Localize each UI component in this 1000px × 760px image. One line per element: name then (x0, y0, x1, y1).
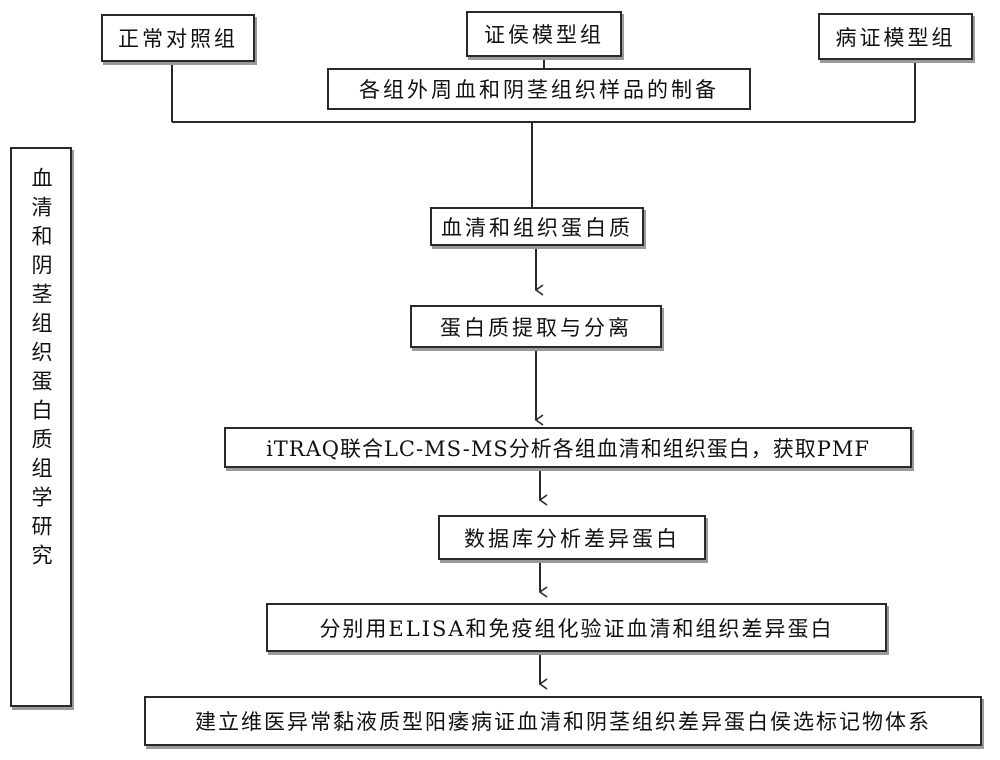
step-database-analysis: 数据库分析差异蛋白 (438, 515, 706, 560)
step-extraction-label: 蛋白质提取与分离 (440, 315, 632, 340)
group-normal-control: 正常对照组 (101, 14, 255, 62)
step-itraq-label: iTRAQ联合LC-MS-MS分析各组血清和组织蛋白，获取PMF (266, 436, 870, 461)
step-sample-preparation: 各组外周血和阴茎组织样品的制备 (327, 68, 751, 110)
step-sample-label: 各组外周血和阴茎组织样品的制备 (359, 78, 719, 102)
step-protein-extraction: 蛋白质提取与分离 (410, 305, 662, 348)
step-proteins-label: 血清和组织蛋白质 (441, 215, 633, 240)
group-disease-syndrome-model: 病证模型组 (818, 13, 973, 60)
step-final-label: 建立维医异常黏液质型阳痿病证血清和阴茎组织差异蛋白侯选标记物体系 (195, 710, 931, 734)
side-label-text: 血清和阴茎组织蛋白质组学研究 (29, 167, 53, 573)
group-syndrome-label: 证侯模型组 (484, 23, 604, 47)
step-database-label: 数据库分析差异蛋白 (464, 526, 680, 551)
step-final-marker-system: 建立维医异常黏液质型阳痿病证血清和阴茎组织差异蛋白侯选标记物体系 (144, 696, 982, 746)
group-syndrome-model: 证侯模型组 (466, 11, 622, 57)
step-validation-label: 分别用ELISA和免疫组化验证血清和组织差异蛋白 (319, 616, 834, 641)
side-label-box: 血清和阴茎组织蛋白质组学研究 (10, 147, 72, 707)
step-serum-tissue-proteins: 血清和组织蛋白质 (430, 207, 644, 246)
step-itraq-analysis: iTRAQ联合LC-MS-MS分析各组血清和组织蛋白，获取PMF (224, 427, 912, 468)
step-elisa-validation: 分别用ELISA和免疫组化验证血清和组织差异蛋白 (266, 603, 887, 652)
group-normal-label: 正常对照组 (118, 27, 238, 51)
group-disease-label: 病证模型组 (835, 25, 956, 50)
